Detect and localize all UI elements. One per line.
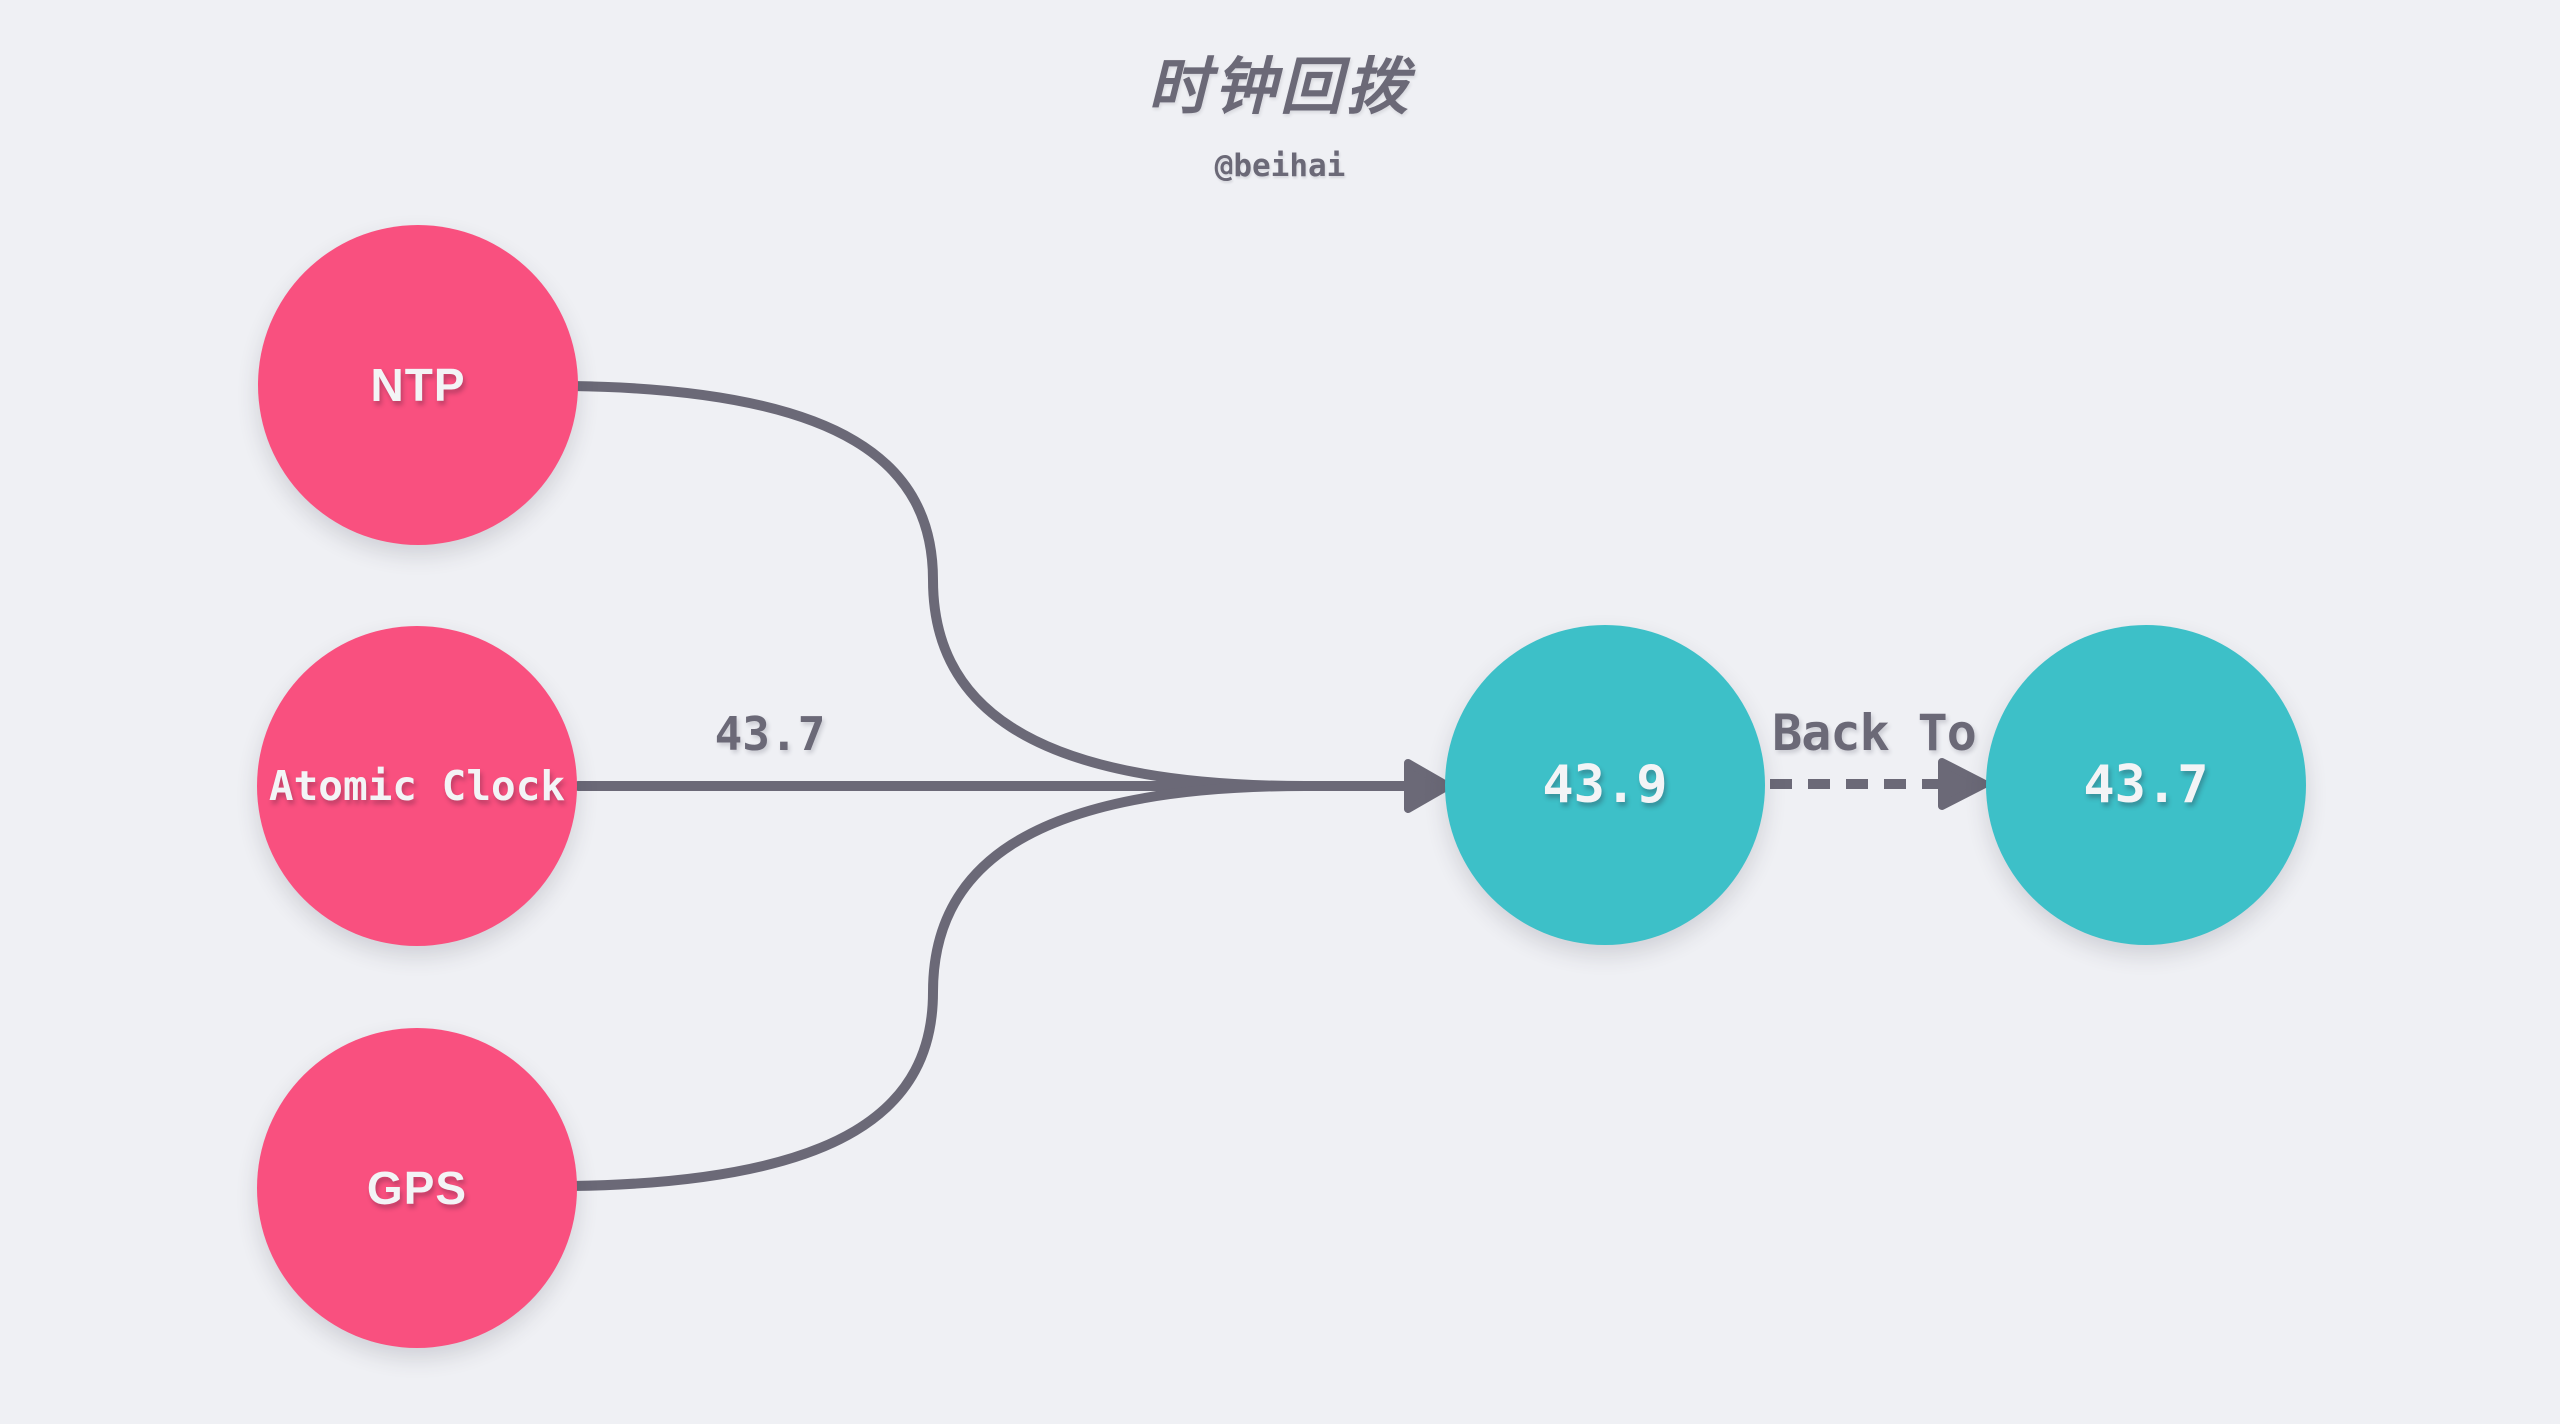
page-title: 时钟回拨 [1147, 50, 1412, 123]
node-atomic-clock: Atomic Clock [257, 626, 577, 946]
edge-ntp-to-merged [567, 381, 1417, 791]
back-to-label: Back To [1772, 704, 1977, 762]
merge-arrowhead-icon [1404, 759, 1452, 813]
rollback-arrowhead-icon [1938, 758, 1989, 810]
edge-gps-to-merged [567, 781, 1417, 1191]
node-merged-time: 43.9 [1445, 625, 1765, 945]
node-gps-label: GPS [366, 1162, 468, 1214]
node-merged-time-label: 43.9 [1542, 755, 1668, 815]
node-rollback-time: 43.7 [1986, 625, 2306, 945]
edge-weight-label: 43.7 [714, 707, 826, 761]
node-gps: GPS [257, 1028, 577, 1348]
node-atomic-clock-label: Atomic Clock [268, 761, 566, 810]
node-ntp: NTP [258, 225, 578, 545]
author-handle: @beihai [1214, 148, 1346, 184]
node-ntp-label: NTP [370, 359, 466, 411]
node-rollback-time-label: 43.7 [2083, 755, 2209, 815]
